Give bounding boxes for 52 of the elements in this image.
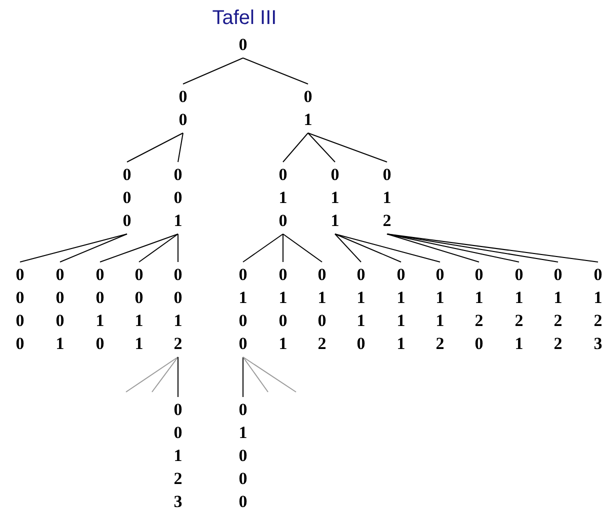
digit-column: 0 1 2 1	[512, 263, 526, 355]
digit-column: 0 1 1	[328, 163, 342, 232]
digit-column: 0 1 1 2	[433, 263, 447, 355]
digit-column: 0 1 0 1	[276, 263, 290, 355]
tree-branch	[386, 234, 520, 262]
tree-branch	[60, 234, 128, 262]
digit-column: 0 1 2 3	[591, 263, 603, 355]
digit-column: 0 0 0 0	[13, 263, 27, 355]
digit-column: 0 1 0	[276, 163, 290, 232]
digit-column: 0 1 1 1	[394, 263, 408, 355]
digit-column: 0 1 1 0	[354, 263, 368, 355]
digit-column: 0 1 2 2	[551, 263, 565, 355]
tree-branch	[386, 234, 480, 262]
tree-branch	[20, 234, 128, 262]
tree-branch	[308, 132, 336, 162]
tree-branch	[282, 234, 322, 262]
diagram-title: Tafel III	[212, 7, 277, 29]
tree-branch	[334, 234, 440, 262]
digit-column: 0 0 1 0	[93, 263, 107, 355]
digit-column: 0 0 0	[120, 163, 134, 232]
digit-column: 0	[236, 33, 250, 56]
tree-branch	[308, 132, 388, 162]
tree-branch	[242, 58, 308, 84]
digit-column: 0 1	[301, 85, 315, 131]
tree-branch	[182, 58, 244, 84]
tree-branch	[334, 234, 402, 262]
tree-branch	[126, 356, 178, 392]
tree-branch	[282, 234, 284, 262]
digit-column: 0 1 2 0	[472, 263, 486, 355]
tree-branch	[178, 132, 184, 162]
tree-branch	[242, 356, 244, 398]
tree-branch	[152, 356, 178, 392]
digit-column: 0 0	[176, 85, 190, 131]
tree-branch	[100, 234, 178, 262]
digit-column: 0 0 1 2	[171, 263, 185, 355]
tree-branch	[386, 234, 558, 262]
digit-column: 0 0 1 1	[132, 263, 146, 355]
tree-branch	[282, 132, 308, 162]
tree-branch	[242, 356, 268, 392]
tree-branch	[126, 132, 184, 162]
digit-column: 0 0 1 2 3	[171, 398, 185, 513]
digit-column: 0 1 0 0 0	[236, 398, 250, 513]
tree-branch	[386, 234, 598, 262]
digit-column: 0 1 0 2	[315, 263, 329, 355]
digit-column: 0 0 1	[171, 163, 185, 232]
tree-branch	[242, 234, 284, 262]
digit-column: 0 0 0 1	[53, 263, 67, 355]
tree-branch	[242, 356, 296, 392]
digit-column: 0 1 2	[380, 163, 394, 232]
digit-column: 0 1 0 0	[236, 263, 250, 355]
tree-branch	[138, 234, 178, 262]
tree-branch	[334, 234, 362, 262]
